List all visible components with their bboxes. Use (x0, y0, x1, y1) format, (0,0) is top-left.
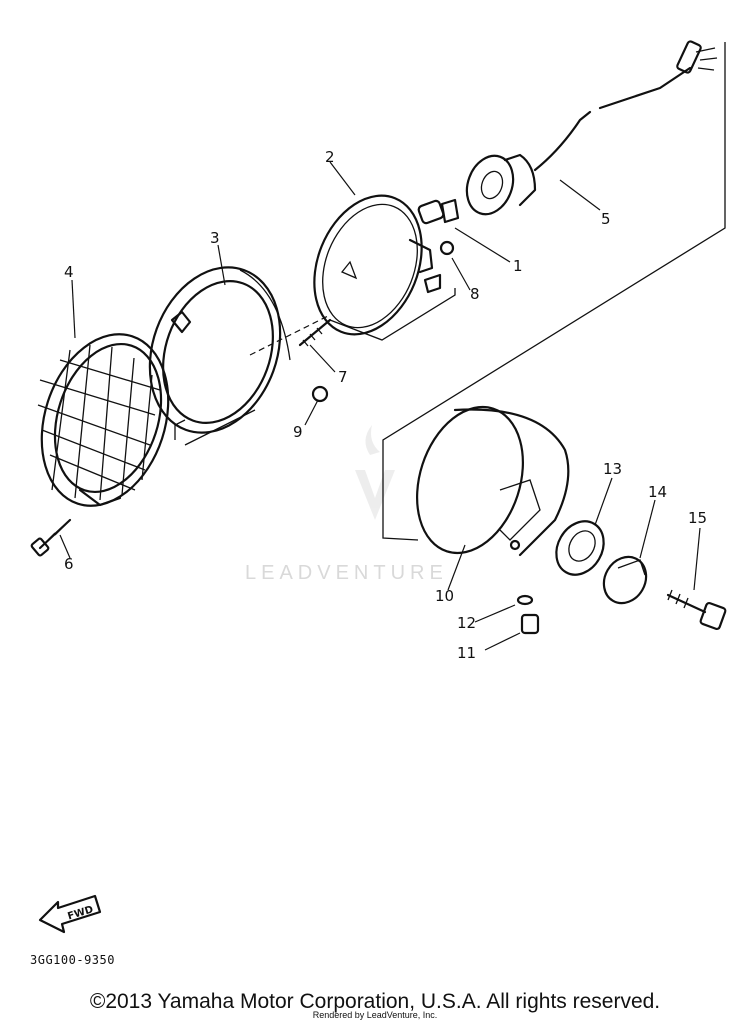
callout-12: 12 (457, 614, 476, 632)
part-15-bolt (666, 589, 727, 631)
diagram-code: 3GG100-9350 (30, 953, 115, 967)
callout-10: 10 (435, 587, 454, 605)
rendered-by-note: Rendered by LeadVenture, Inc. (312, 1010, 438, 1020)
leader-lines (59, 161, 701, 651)
callout-labels: 1 2 3 4 5 6 7 8 9 10 11 12 13 14 15 (64, 148, 707, 662)
part-10-headlight-case (415, 405, 570, 557)
part-5-socket-wiring (465, 40, 718, 216)
leadventure-logo-icon (355, 425, 395, 520)
part-14-cover (602, 555, 648, 605)
callout-4: 4 (64, 263, 74, 281)
callout-7: 7 (338, 368, 348, 386)
callout-14: 14 (648, 483, 667, 501)
assembly-frame (174, 42, 726, 541)
callout-8: 8 (470, 285, 480, 303)
part-1-bulb (417, 198, 460, 225)
callout-9: 9 (293, 423, 303, 441)
callout-3: 3 (210, 229, 220, 247)
part-13-grommet (555, 520, 605, 576)
callout-13: 13 (603, 460, 622, 478)
part-4-headlight-guard (37, 333, 170, 507)
part-2-sealed-beam (313, 194, 442, 336)
callout-11: 11 (457, 644, 476, 662)
hardware-screws (30, 240, 455, 557)
part-3-rim (148, 266, 291, 434)
parts-11-12-bolt-washer (516, 594, 540, 635)
watermark-text: LEADVENTURE (245, 562, 448, 584)
callout-1: 1 (513, 257, 523, 275)
callout-5: 5 (601, 210, 611, 228)
fwd-arrow-icon: FWD (38, 894, 102, 934)
fwd-label: FWD (66, 904, 94, 922)
callout-2: 2 (325, 148, 335, 166)
callout-6: 6 (64, 555, 74, 573)
copyright-notice: ©2013 Yamaha Motor Corporation, U.S.A. A… (89, 990, 661, 1013)
callout-15: 15 (688, 509, 707, 527)
